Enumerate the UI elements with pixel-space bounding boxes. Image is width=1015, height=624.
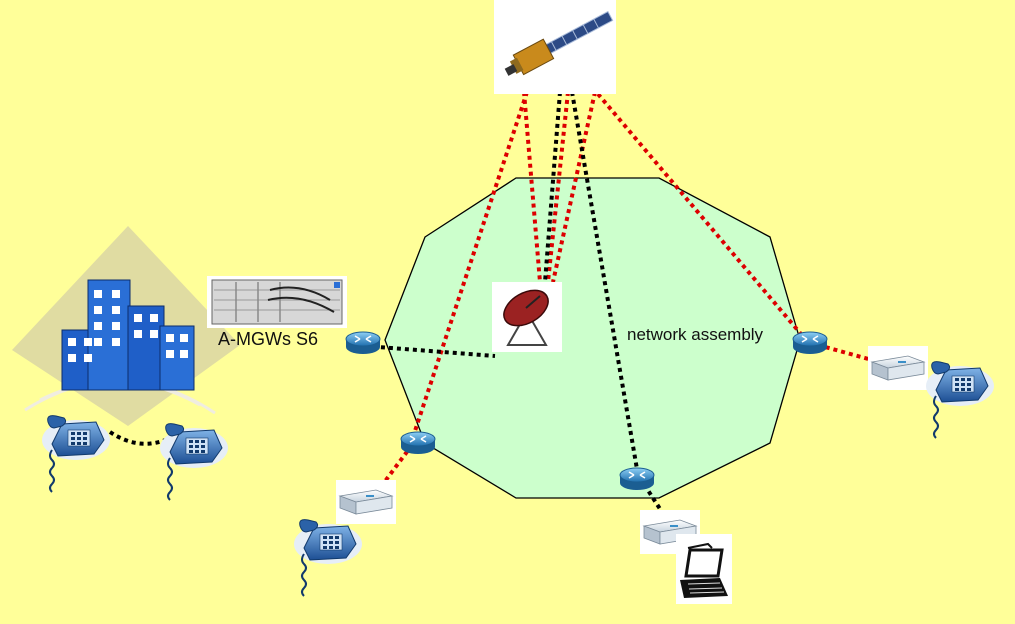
router-icon <box>345 331 381 355</box>
desk-phone-icon <box>159 422 229 501</box>
mgw-label: A-MGWs S6 <box>218 329 319 349</box>
desk-phone-icon <box>293 518 363 597</box>
office-building-icon <box>12 226 240 426</box>
network-assembly-area <box>384 177 801 499</box>
satellite-dish-icon <box>492 282 562 352</box>
network-assembly-label: network assembly <box>627 325 764 344</box>
desk-phone-icon <box>925 360 995 439</box>
satellite-icon <box>494 0 616 94</box>
satellite-modem-icon <box>867 345 929 391</box>
laptop-icon <box>676 534 732 604</box>
media-gateway-rack-icon <box>207 276 347 328</box>
router-icon <box>619 467 655 491</box>
satellite-modem-icon <box>335 479 397 525</box>
router-icon <box>792 331 828 355</box>
router-icon <box>400 431 436 455</box>
desk-phone-icon <box>41 414 111 493</box>
